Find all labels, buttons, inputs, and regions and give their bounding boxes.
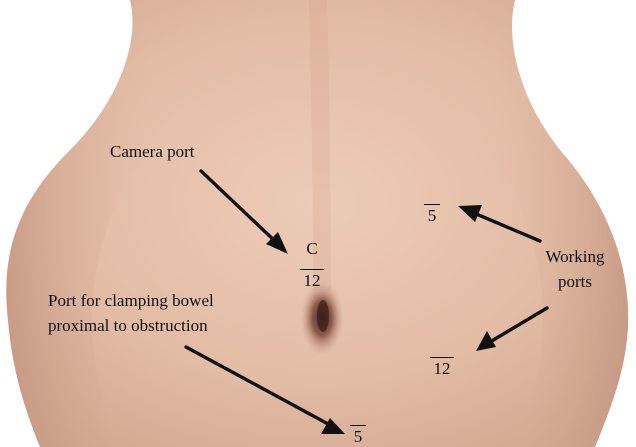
lower-center-port-size: 5 (350, 425, 366, 447)
camera-port-size: 12 (300, 269, 324, 291)
upper-right-port-size: 5 (424, 204, 440, 226)
lower-right-port-size: 12 (430, 357, 454, 379)
working-ports-label-line1: Working (530, 246, 620, 267)
navel-core (317, 300, 329, 332)
clamping-port-label-line2: proximal to obstruction (48, 315, 208, 336)
working-ports-label-line2: ports (530, 271, 620, 292)
camera-port-letter: C (299, 238, 325, 259)
clamping-port-label-line1: Port for clamping bowel (48, 290, 214, 311)
camera-port-label: Camera port (110, 141, 195, 162)
